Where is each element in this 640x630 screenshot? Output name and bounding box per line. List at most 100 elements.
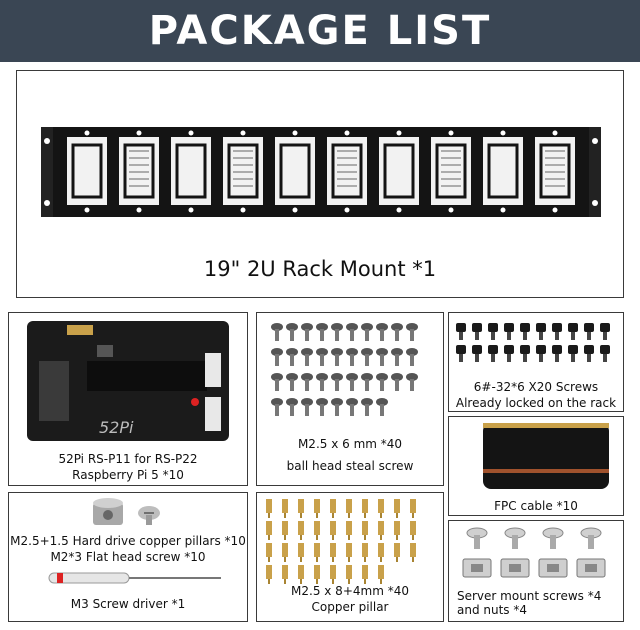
copper-pillar-icon [362,543,368,562]
ball-screw-icon [361,323,373,341]
ball-screw-icon [331,373,343,391]
rack-mount-label: 19" 2U Rack Mount *1 [203,257,437,281]
thumb-screw-icon [456,323,466,340]
copper-pillar-icon [314,543,320,562]
thumb-screw-icon [552,323,562,340]
ball-screw-icon [301,348,313,366]
ball-screw-icon [346,348,358,366]
board-panel: 52Pi 52Pi RS-P11 for RS-P22 Raspberry Pi… [8,312,248,486]
hdd-kit-caption-top: M2.5+1.5 Hard drive copper pillars *10 M… [9,533,247,565]
copper-pillar-icon [330,499,336,518]
copper-pillar-label-line2: Copper pillar [311,600,389,614]
copper-pillar-panel: M2.5 x 8+4mm *40 Copper pillar [256,492,444,622]
ball-screw-icon [391,323,403,341]
ball-screw-icon [271,398,283,416]
thumb-screw-icon [504,345,514,362]
ball-screw-icon [331,323,343,341]
copper-pillar-icon [282,565,288,584]
thumb-screw-icon [568,345,578,362]
board-image: 52Pi [27,321,229,441]
rack-mount-caption: 19" 2U Rack Mount *1 [17,257,623,281]
page-title: PACKAGE LIST [148,8,492,54]
copper-pillar-icon [282,521,288,540]
copper-pillar-icon [378,565,384,584]
thumb-screw-icon [600,323,610,340]
copper-pillar-icon [330,565,336,584]
thumb-screw-icon [536,323,546,340]
copper-pillar-icon [266,543,272,562]
copper-pillar-icon [266,565,272,584]
fpc-cable-icon [579,423,609,489]
ball-screw-icon [301,398,313,416]
ball-screw-icon [346,398,358,416]
rack-bay [67,130,107,213]
hdd-kit-label-line3: M3 Screw driver *1 [70,597,186,611]
ball-screw-icon [271,373,283,391]
ball-screw-icon [271,323,283,341]
ball-screw-icon [406,348,418,366]
ball-screw-icon [316,323,328,341]
copper-pillar-icon [362,521,368,540]
ball-screw-icon [316,348,328,366]
copper-pillar-label-line1: M2.5 x 8+4mm *40 [291,584,409,598]
copper-pillar-icon [314,565,320,584]
copper-pillar-caption: M2.5 x 8+4mm *40 Copper pillar [257,583,443,615]
fpc-cable-image [483,423,609,489]
hdd-kit-image [48,498,221,584]
fpc-cable-panel: FPC cable *10 [448,416,624,516]
copper-pillar-icon [282,543,288,562]
hdd-kit-panel: M2.5+1.5 Hard drive copper pillars *10 M… [8,492,248,622]
thumb-screw-icon [504,323,514,340]
fpc-cable-caption: FPC cable *10 [449,499,623,513]
server-screws-caption: Server mount screws *4 and nuts *4 [449,589,623,617]
rack-bay [119,130,159,213]
rack-screws-label-line2: Already locked on the rack [455,396,617,410]
thumb-screw-icon [536,345,546,362]
thumb-screw-icon [568,323,578,340]
ball-screw-icon [376,323,388,341]
copper-pillar-icon [362,499,368,518]
ball-screw-caption: M2.5 x 6 mm *40 ball head steal screw [257,433,443,477]
cage-nut-icon [576,558,606,578]
thumb-screw-icon [584,323,594,340]
server-screw-icon [542,527,564,549]
thumb-screw-icon [472,345,482,362]
rack-screws-label-line1: 6#-32*6 X20 Screws [473,380,599,394]
pillar-icon [93,498,123,525]
hdd-kit-label-line1: M2.5+1.5 Hard drive copper pillars *10 [10,534,246,548]
copper-pillar-icon [298,543,304,562]
ball-screw-icon [361,398,373,416]
thumb-screw-icon [472,323,482,340]
copper-pillar-icon [314,499,320,518]
ball-screw-icon [361,373,373,391]
copper-pillar-icon [298,565,304,584]
thumb-screw-icon [488,323,498,340]
ball-screw-icon [331,348,343,366]
ball-screw-icon [406,373,418,391]
ball-screw-icon [286,398,298,416]
ball-screw-icon [346,373,358,391]
copper-pillar-icon [330,521,336,540]
copper-pillar-icon [410,499,416,518]
ball-screw-icon [271,348,283,366]
ball-screw-icon [286,348,298,366]
rack-mount-panel: 19" 2U Rack Mount *1 [16,70,624,298]
ball-screw-icon [376,398,388,416]
thumb-screw-icon [520,345,530,362]
copper-pillar-icon [266,499,272,518]
ball-screw-icon [316,398,328,416]
screwdriver-icon [48,572,221,584]
ball-screw-icon [331,398,343,416]
thumb-screw-icon [584,345,594,362]
server-screw-icon [580,527,602,549]
copper-pillar-icon [298,521,304,540]
copper-pillar-icon [346,543,352,562]
thumb-screw-icon [600,345,610,362]
ball-screw-icon [391,373,403,391]
server-screws-label-line1: Server mount screws *4 [457,589,602,603]
copper-pillar-icon [346,521,352,540]
ball-screw-icon [406,323,418,341]
thumb-screw-icon [488,345,498,362]
rack-screws-caption: 6#-32*6 X20 Screws Already locked on the… [449,379,623,411]
ball-screw-icon [361,348,373,366]
